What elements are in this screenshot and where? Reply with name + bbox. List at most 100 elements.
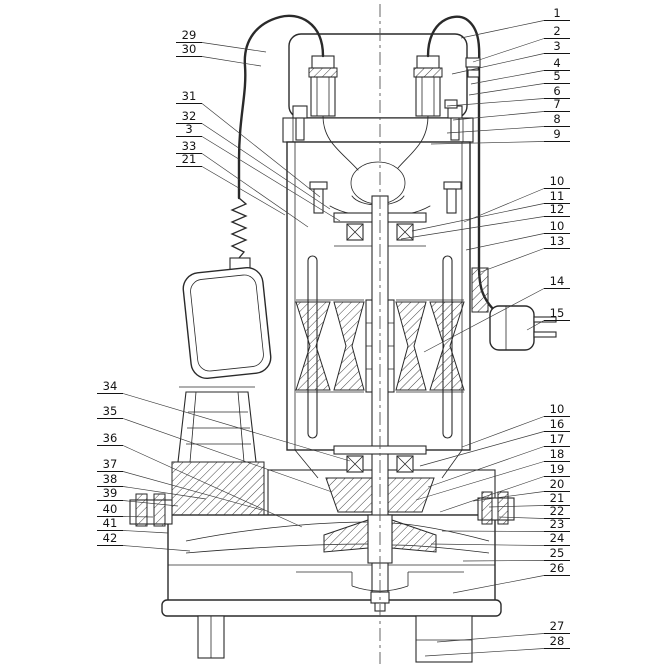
cable-gland-left — [308, 55, 338, 117]
callout-leader-line — [122, 393, 351, 462]
callout-leader-line — [423, 288, 545, 353]
float-body — [182, 266, 272, 380]
callout-label: 35 — [103, 404, 118, 418]
callout-label: 39 — [103, 486, 118, 500]
callout-label: 14 — [550, 274, 565, 288]
callout-leader-line — [452, 575, 545, 594]
callout-leader-line — [462, 560, 545, 562]
plug-prong-bottom — [533, 331, 557, 338]
callout-label: 7 — [553, 97, 560, 111]
plug-prong-top — [533, 316, 557, 323]
stud-right — [443, 181, 462, 190]
callout-label: 10 — [550, 174, 565, 188]
callout-leader-line — [201, 123, 331, 210]
callout-leader-line — [446, 126, 545, 134]
callout-leader-line — [201, 42, 267, 53]
casing-bolts-right — [477, 491, 515, 525]
callout-leader-line — [201, 153, 309, 228]
callout-leader-line — [424, 648, 545, 657]
callout-label: 32 — [182, 109, 197, 123]
callout-label: 2 — [553, 24, 560, 38]
base-plate — [161, 599, 502, 617]
callout-label: 29 — [182, 28, 197, 42]
callout-leader-line — [201, 136, 341, 222]
cable-gland-side — [471, 267, 489, 313]
callout-leader-line — [427, 446, 545, 488]
callout-label: 3 — [553, 39, 560, 53]
callout-label: 38 — [103, 472, 118, 486]
callout-label: 28 — [550, 634, 565, 648]
callout-leader-line — [446, 98, 545, 107]
stud-left — [309, 181, 328, 190]
callout-leader-line — [470, 70, 545, 85]
callout-leader-line — [201, 166, 286, 216]
callout-leader-line — [122, 486, 207, 500]
callout-label: 4 — [553, 56, 560, 70]
callout-leader-line — [122, 471, 263, 511]
callout-label: 30 — [182, 42, 197, 56]
flange-bolt-left — [292, 105, 308, 119]
callout-label: 3 — [185, 122, 192, 136]
callout-leader-line — [400, 216, 545, 240]
callout-leader-line — [201, 103, 321, 198]
callout-label: 34 — [103, 379, 118, 393]
callout-leader-line — [465, 233, 545, 251]
callout-leader-line — [472, 38, 545, 63]
callouts: 2930313233321343536373839404142123456789… — [97, 6, 570, 657]
callout-label: 21 — [182, 152, 197, 166]
callout-label: 36 — [103, 431, 118, 445]
float-cable — [237, 14, 325, 200]
callout-label: 1 — [553, 6, 560, 20]
callout-label: 31 — [182, 89, 197, 103]
suction-foot — [415, 615, 473, 663]
stator-windings — [295, 301, 465, 391]
callout-label: 19 — [550, 462, 565, 476]
callout-label: 5 — [553, 69, 560, 83]
callout-leader-line — [201, 56, 262, 67]
callout-label: 42 — [103, 531, 118, 545]
callout-label: 27 — [550, 619, 565, 633]
callout-leader-line — [430, 543, 545, 546]
callout-leader-line — [436, 633, 545, 643]
callout-leader-line — [477, 248, 545, 274]
callout-label: 26 — [550, 561, 565, 575]
callout-leader-line — [526, 320, 545, 331]
callout-label: 10 — [550, 402, 565, 416]
callout-label: 6 — [553, 84, 560, 98]
callout-leader-line — [472, 491, 545, 502]
callout-label: 18 — [550, 447, 565, 461]
callout-leader-line — [122, 545, 191, 552]
callout-leader-line — [411, 203, 545, 232]
callout-leader-line — [452, 111, 545, 121]
callout-leader-line — [451, 53, 545, 75]
callout-label: 20 — [550, 477, 565, 491]
impeller-blade-right — [391, 519, 437, 553]
callout-label: 13 — [550, 234, 565, 248]
power-plug — [471, 267, 557, 351]
callout-label: 23 — [550, 517, 565, 531]
float-switch — [182, 197, 272, 380]
callout-label: 9 — [553, 127, 560, 141]
callout-leader-line — [430, 141, 545, 145]
callout-leader-line — [468, 83, 545, 96]
callout-label: 41 — [103, 516, 118, 530]
strain-relief-spring — [230, 197, 248, 259]
callout-leader-line — [415, 461, 545, 501]
callout-label: 11 — [550, 189, 565, 203]
casing-bolts-left — [129, 493, 173, 527]
callout-label: 17 — [550, 432, 565, 446]
pump-casing — [167, 514, 496, 603]
callout-leader-line — [461, 416, 545, 448]
callout-label: 8 — [553, 112, 560, 126]
callout-leader-line — [439, 476, 545, 513]
callout-label: 33 — [182, 139, 197, 153]
callout-leader-line — [122, 500, 179, 507]
callout-leader-line — [460, 20, 545, 39]
callout-label: 25 — [550, 546, 565, 560]
cable-clamp-screw — [444, 99, 458, 109]
impeller-blade-left — [323, 519, 369, 553]
callout-leader-line — [498, 516, 545, 519]
callout-label: 10 — [550, 219, 565, 233]
